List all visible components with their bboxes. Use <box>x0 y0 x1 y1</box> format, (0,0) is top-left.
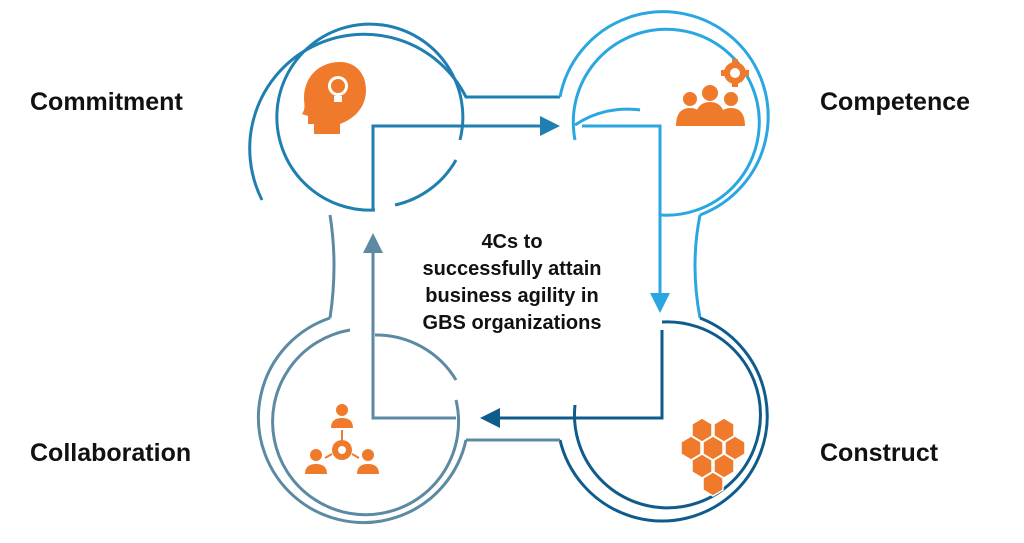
arrowhead-up <box>363 233 383 253</box>
hexagon-people-icon <box>680 417 746 497</box>
label-construct: Construct <box>820 439 939 467</box>
center-title-line-3: business agility in <box>425 285 599 307</box>
circle-collaboration <box>271 328 461 517</box>
head-lightbulb-icon <box>302 62 366 134</box>
arrow-collaboration-to-commitment <box>371 253 456 420</box>
outer-arc-competence <box>558 10 770 217</box>
center-title-line-2: successfully attain <box>422 258 602 280</box>
arrow-construct-to-collaboration <box>500 330 664 420</box>
arrowhead-right <box>540 116 560 136</box>
circle-commitment-gap <box>394 159 458 207</box>
team-gear-icon <box>676 59 749 126</box>
inner-circles <box>271 22 762 517</box>
arrow-competence-to-construct <box>582 124 662 293</box>
people-network-gear-icon <box>305 404 379 474</box>
center-title-line-1: 4Cs to <box>481 231 543 253</box>
flow-arrows <box>363 116 670 428</box>
arrowhead-left <box>480 408 500 428</box>
circle-competence <box>571 27 761 217</box>
circle-construct <box>572 320 762 510</box>
circle-commitment <box>275 22 465 212</box>
outer-arc-commitment <box>248 32 468 201</box>
label-competence: Competence <box>820 88 971 116</box>
outer-arc-collaboration <box>257 316 468 525</box>
connector-right <box>693 214 702 319</box>
circle-collaboration-gap <box>374 333 458 381</box>
outer-arc-construct <box>558 316 769 523</box>
center-title: 4Cs to successfully attain business agil… <box>392 229 632 337</box>
label-collaboration: Collaboration <box>30 439 192 467</box>
circle-competence-gap <box>574 107 641 127</box>
arrow-commitment-to-competence <box>371 124 540 210</box>
center-title-line-4: GBS organizations <box>422 312 602 334</box>
connector-left <box>328 214 336 319</box>
label-commitment: Commitment <box>30 88 183 116</box>
arrowhead-down <box>650 293 670 313</box>
outer-ring <box>248 10 770 525</box>
